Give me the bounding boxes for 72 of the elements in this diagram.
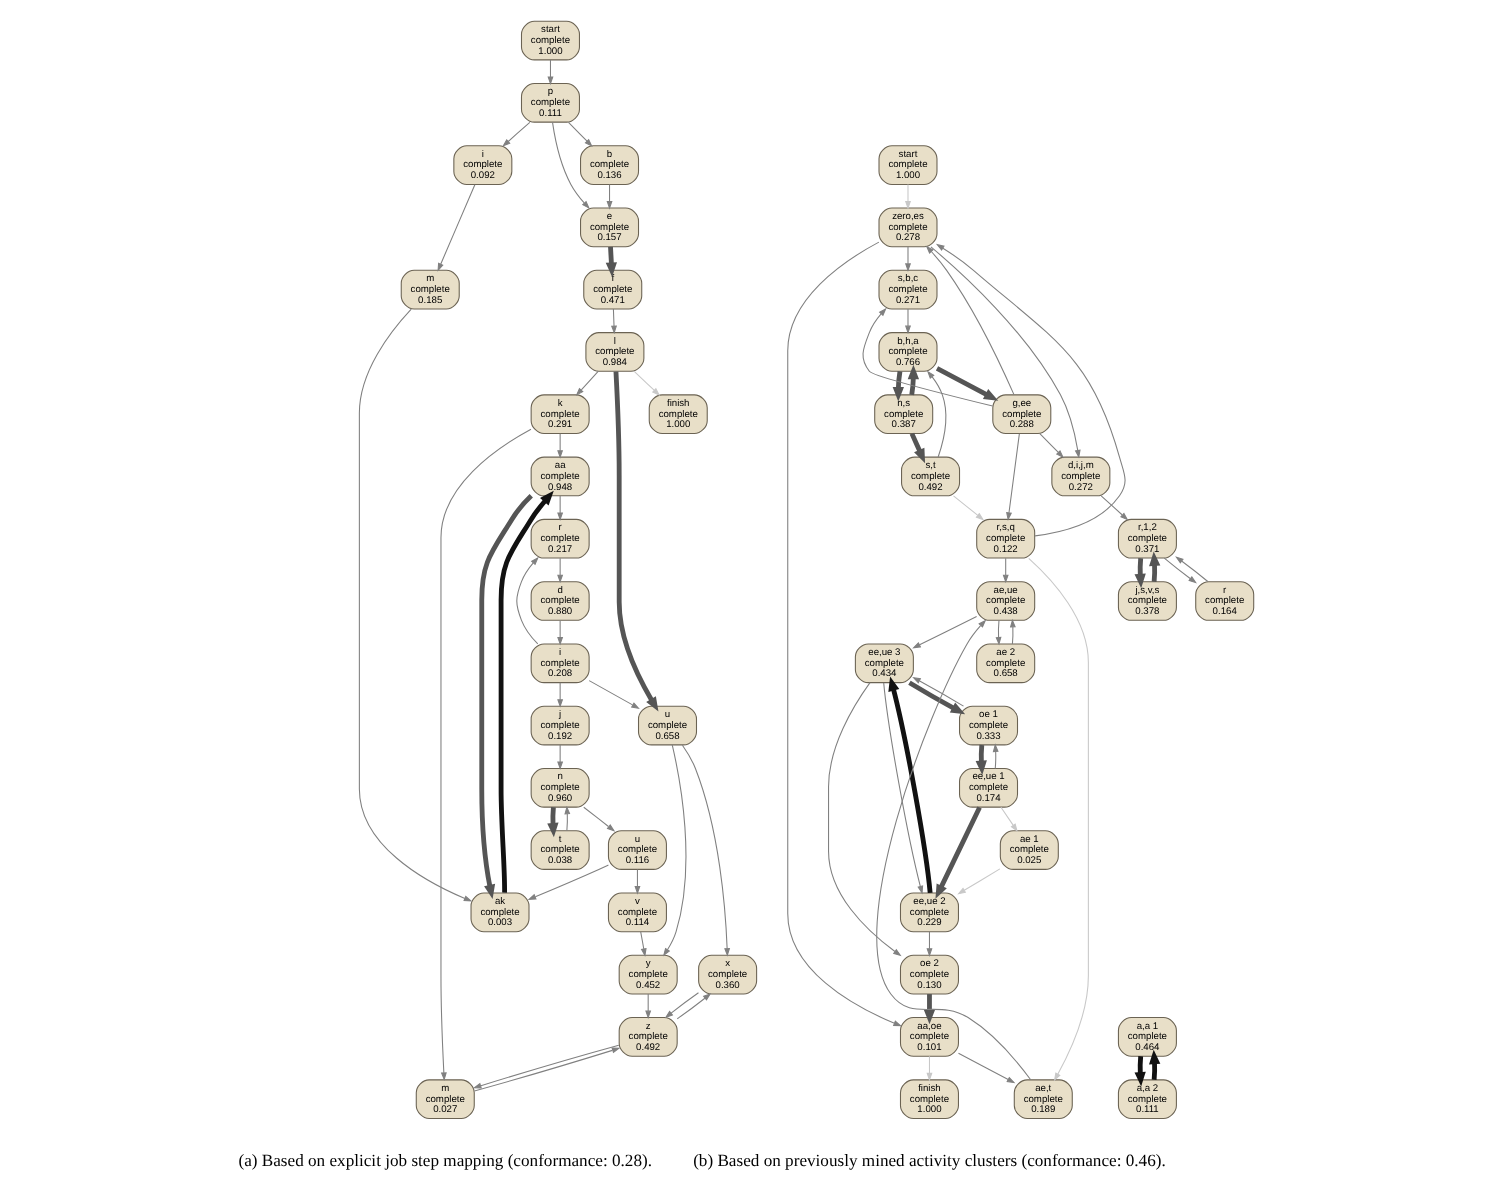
arrow [952, 495, 985, 521]
arrow [605, 246, 617, 277]
arrow [925, 245, 1015, 396]
arrow [1006, 433, 1020, 521]
arrow [935, 243, 1126, 537]
arrow [664, 992, 699, 1019]
arrow [907, 364, 920, 396]
arrow [552, 121, 590, 210]
arrow [640, 931, 647, 957]
arrow [613, 371, 659, 712]
arrow [905, 246, 911, 272]
arrow [883, 682, 924, 895]
arrow [1149, 551, 1161, 582]
arrow [527, 864, 609, 900]
arrow [1149, 1049, 1161, 1081]
arrow [681, 744, 731, 957]
arrow [923, 994, 936, 1025]
arrow [892, 371, 904, 402]
arrow [1100, 495, 1129, 521]
arrow [995, 619, 1002, 646]
arrow [557, 682, 564, 708]
arrow [1134, 558, 1146, 589]
arrow [557, 433, 564, 459]
arrow [557, 744, 564, 771]
arrow [957, 868, 1001, 895]
arrow [662, 744, 687, 957]
arrow [787, 241, 902, 1027]
arrow [935, 366, 999, 401]
arrow [935, 806, 982, 899]
arrow [557, 495, 564, 521]
arrow [828, 682, 902, 957]
arrow [909, 432, 926, 464]
arrow [557, 557, 564, 584]
arrow [498, 490, 554, 893]
arrow [1039, 433, 1065, 459]
arrow [926, 370, 947, 458]
arrow [516, 556, 539, 645]
arrow [930, 246, 1081, 459]
arrow [564, 805, 571, 832]
arrow [502, 121, 531, 147]
arrow [479, 494, 533, 900]
arrow [912, 615, 978, 649]
arrow [862, 307, 994, 407]
arrow [905, 308, 911, 335]
label: (b) Based on previously mined activity clusters (conformance: 0.46). [693, 1149, 1166, 1170]
arrow [358, 308, 473, 902]
label: (a) Based on explicit job step mapping (conformance: 0.28). [238, 1149, 653, 1170]
arrow [588, 680, 640, 709]
arrow [957, 1052, 1016, 1084]
arrow [633, 370, 661, 396]
arrow [557, 619, 564, 646]
arrow [437, 184, 476, 272]
arrow [1175, 556, 1209, 583]
arrow [926, 1055, 933, 1082]
arrow [912, 676, 965, 707]
arrow [992, 743, 999, 770]
arrow [1163, 557, 1197, 584]
arrow [575, 370, 599, 397]
arrow [876, 619, 1032, 1081]
arrow [1028, 557, 1089, 1082]
arrow [547, 807, 559, 838]
arrow [583, 806, 616, 832]
arrow [611, 308, 617, 335]
arrow [975, 744, 987, 776]
arrow [888, 676, 933, 894]
arrow [1002, 557, 1009, 584]
arrow [676, 993, 712, 1020]
arrow [1009, 618, 1016, 645]
arrow [1134, 1056, 1146, 1087]
arrow [1000, 806, 1018, 833]
arrow [908, 680, 966, 715]
arrow [568, 121, 593, 147]
